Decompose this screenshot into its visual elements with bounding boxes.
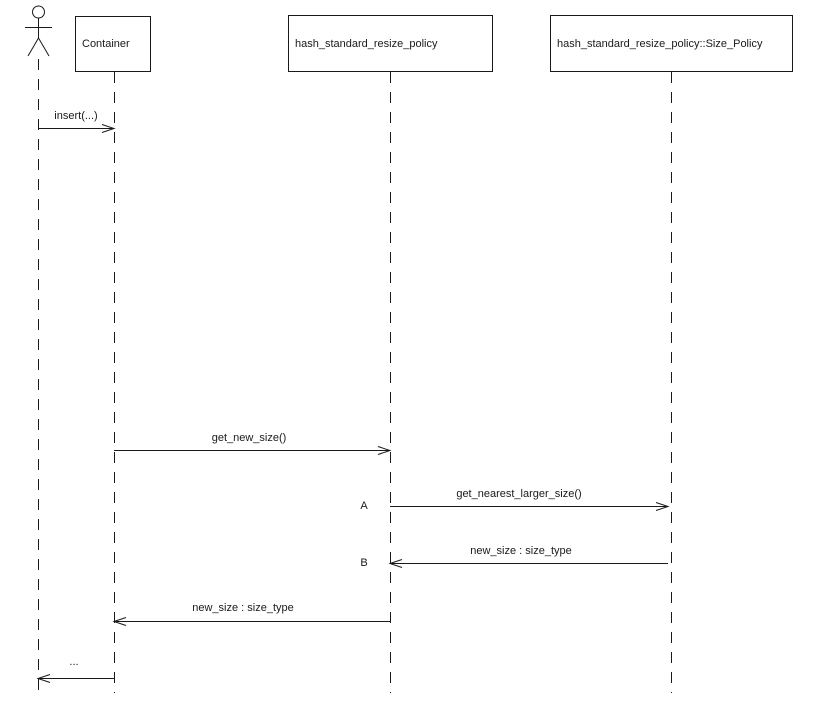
message-label-get-nearest-larger-size: get_nearest_larger_size() xyxy=(456,488,582,500)
message-label-insert: insert(...) xyxy=(54,110,98,122)
participant-label: hash_standard_resize_policy xyxy=(295,37,438,50)
message-label-return-new-size-to-policy: new_size : size_type xyxy=(470,545,572,557)
message-arrow-return-new-size-to-policy xyxy=(388,559,668,568)
message-arrow-get-nearest-larger-size xyxy=(390,502,670,511)
message-label-return-to-actor: ... xyxy=(69,656,79,668)
participant-hash-standard-resize-policy: hash_standard_resize_policy xyxy=(288,15,493,72)
message-arrow-return-new-size-to-container xyxy=(112,617,390,626)
message-marker-b: B xyxy=(360,557,368,569)
actor-icon xyxy=(25,5,52,57)
participant-label: hash_standard_resize_policy::Size_Policy xyxy=(557,37,763,50)
message-label-get-new-size: get_new_size() xyxy=(211,432,287,444)
message-arrow-insert xyxy=(38,124,116,133)
participant-container: Container xyxy=(75,16,151,72)
message-label-return-new-size-to-container: new_size : size_type xyxy=(192,602,294,614)
participant-label: Container xyxy=(82,38,130,50)
message-arrow-get-new-size xyxy=(114,446,392,455)
message-marker-a: A xyxy=(360,500,368,512)
message-arrow-return-to-actor xyxy=(36,674,114,683)
participant-size-policy: hash_standard_resize_policy::Size_Policy xyxy=(550,15,793,72)
